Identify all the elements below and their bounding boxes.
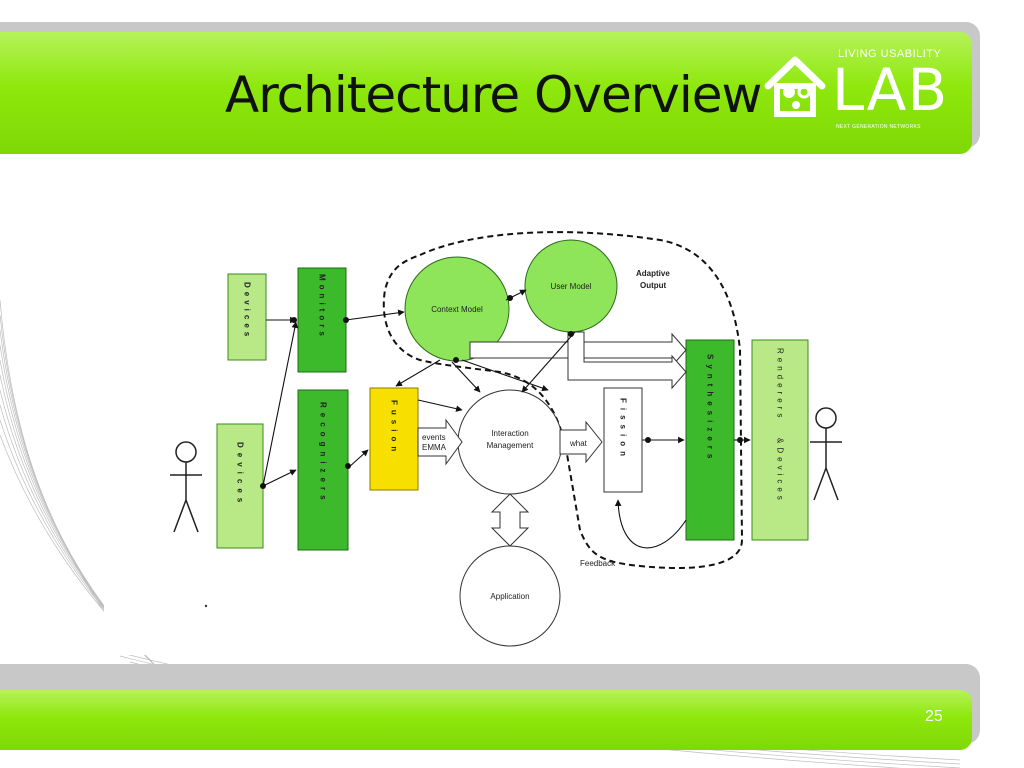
synthesizers-label: Synthesizers (706, 354, 715, 463)
renderers-label-line1: Renderers (776, 348, 785, 421)
renderers-box (751, 339, 809, 541)
architecture-diagram: Devices Devices Monitors Recognizers Fus… (104, 205, 864, 655)
fission-label: Fission (619, 398, 628, 461)
synthesizers-box (685, 339, 735, 541)
events-block-arrow (417, 418, 463, 466)
user-stick-figure-left (170, 441, 202, 533)
logo-main-text: LAB (832, 56, 949, 124)
interaction-application-double-arrow (490, 493, 530, 547)
user-stick-figure-right (810, 407, 842, 501)
user-model-label: User Model (551, 282, 592, 291)
fusion-box (369, 387, 419, 491)
devices-box-top (227, 273, 267, 361)
what-label: what (569, 439, 588, 448)
logo-top-text: LIVING USABILITY (838, 48, 942, 60)
renderers-label-line2: &Devices (776, 438, 785, 504)
monitors-label: Monitors (318, 274, 327, 340)
devices-top-label: Devices (243, 282, 252, 340)
devices-bottom-label: Devices (236, 442, 245, 507)
recognizers-box (297, 389, 349, 551)
devices-box-bottom (216, 423, 264, 549)
slide-title: Architecture Overview (225, 66, 762, 124)
interaction-management-label-line2: Management (487, 441, 534, 450)
footer-bar (0, 690, 972, 750)
house-logo-icon (764, 56, 826, 117)
what-block-arrow (559, 420, 603, 464)
application-label: Application (490, 592, 529, 601)
fusion-label: Fusion (390, 400, 399, 456)
fission-box (603, 387, 643, 493)
living-usability-lab-logo: LIVING USABILITY LAB NEXT GENERATION NET… (760, 44, 972, 140)
slide-number: 25 (925, 708, 943, 725)
events-label-line2: EMMA (422, 443, 447, 452)
monitors-box (297, 267, 347, 373)
adaptive-output-boundary (382, 231, 744, 569)
adaptive-output-label-line1: Adaptive (636, 269, 670, 278)
context-model-label: Context Model (431, 305, 483, 314)
feedback-curve (614, 499, 687, 549)
events-label-line1: events (422, 433, 446, 442)
interaction-management-label-line1: Interaction (491, 429, 528, 438)
user-model-output-block-arrow (567, 331, 687, 390)
feedback-label: Feedback (580, 559, 616, 568)
logo-subtitle: NEXT GENERATION NETWORKS (836, 124, 921, 130)
adaptive-output-label-line2: Output (640, 281, 667, 290)
recognizers-label: Recognizers (319, 402, 328, 505)
